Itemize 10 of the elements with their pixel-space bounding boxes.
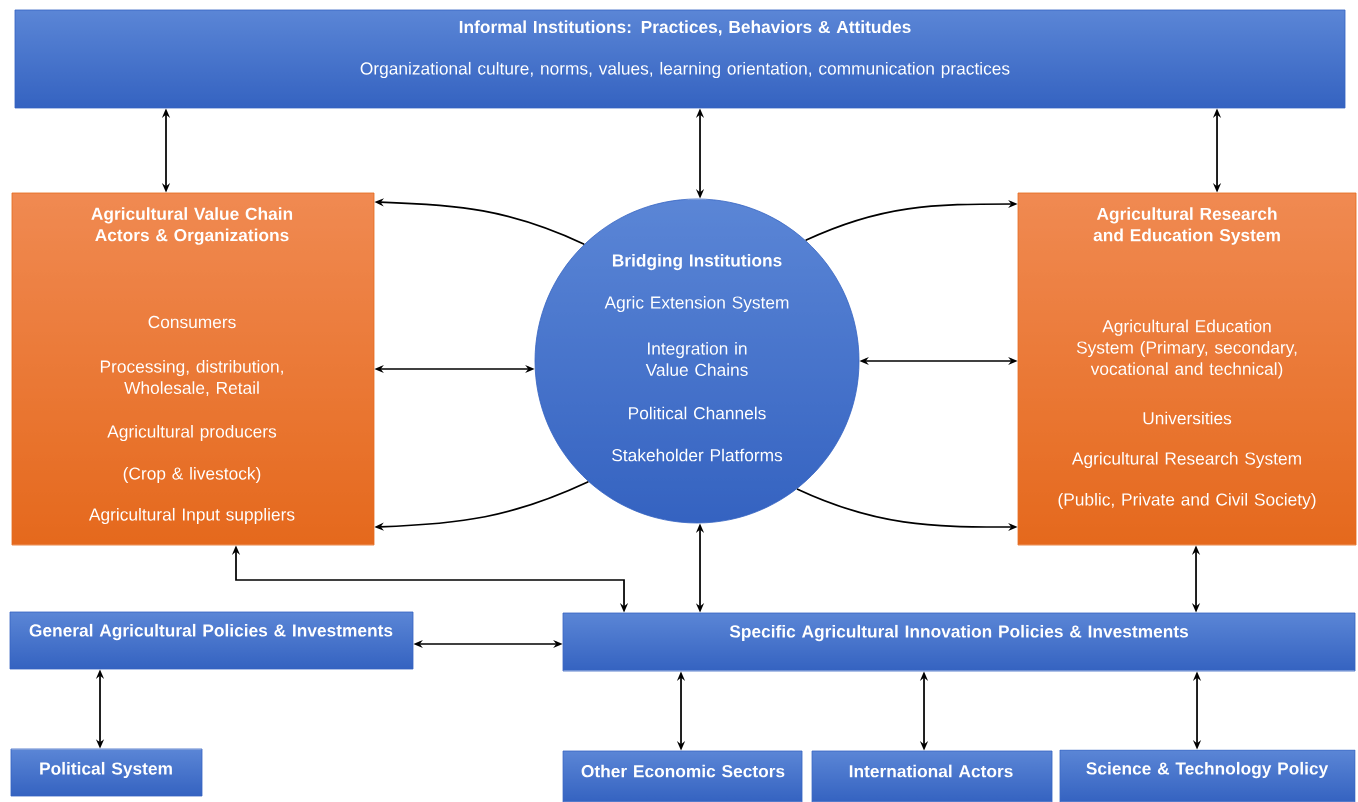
process-box: Specific Agricultural Innovation Policies & Investments [562,612,1356,672]
group-box: Agricultural Research and Education System Agricultural Education System (Primary, secondary, vocational and technical) Universities Agricultural Research System (Public, Private and Civil Society) [1017,192,1357,546]
process-box: Other Economic Sectors [562,750,803,802]
group-box: Agricultural Value Chain Actors & Organizations Consumers Processing, distribution, Wholesale, Retail Agricultural producers (Crop & livestock) Agricultural Input suppliers [11,192,375,546]
process-box: Science & Technology Policy [1059,749,1356,802]
process-box: General Agricultural Policies & Investments [9,611,414,670]
process-box: Political System [10,748,203,797]
circle-node: Bridging Institutions Agric Extension System Integration in Value Chains Political Channels Stakeholder Platforms [534,198,860,524]
process-box: International Actors [811,750,1053,802]
banner-box: Informal Institutions: Practices, Behaviors & Attitudes Organizational culture, norms, values, learning orientation, communication practices [14,9,1346,109]
